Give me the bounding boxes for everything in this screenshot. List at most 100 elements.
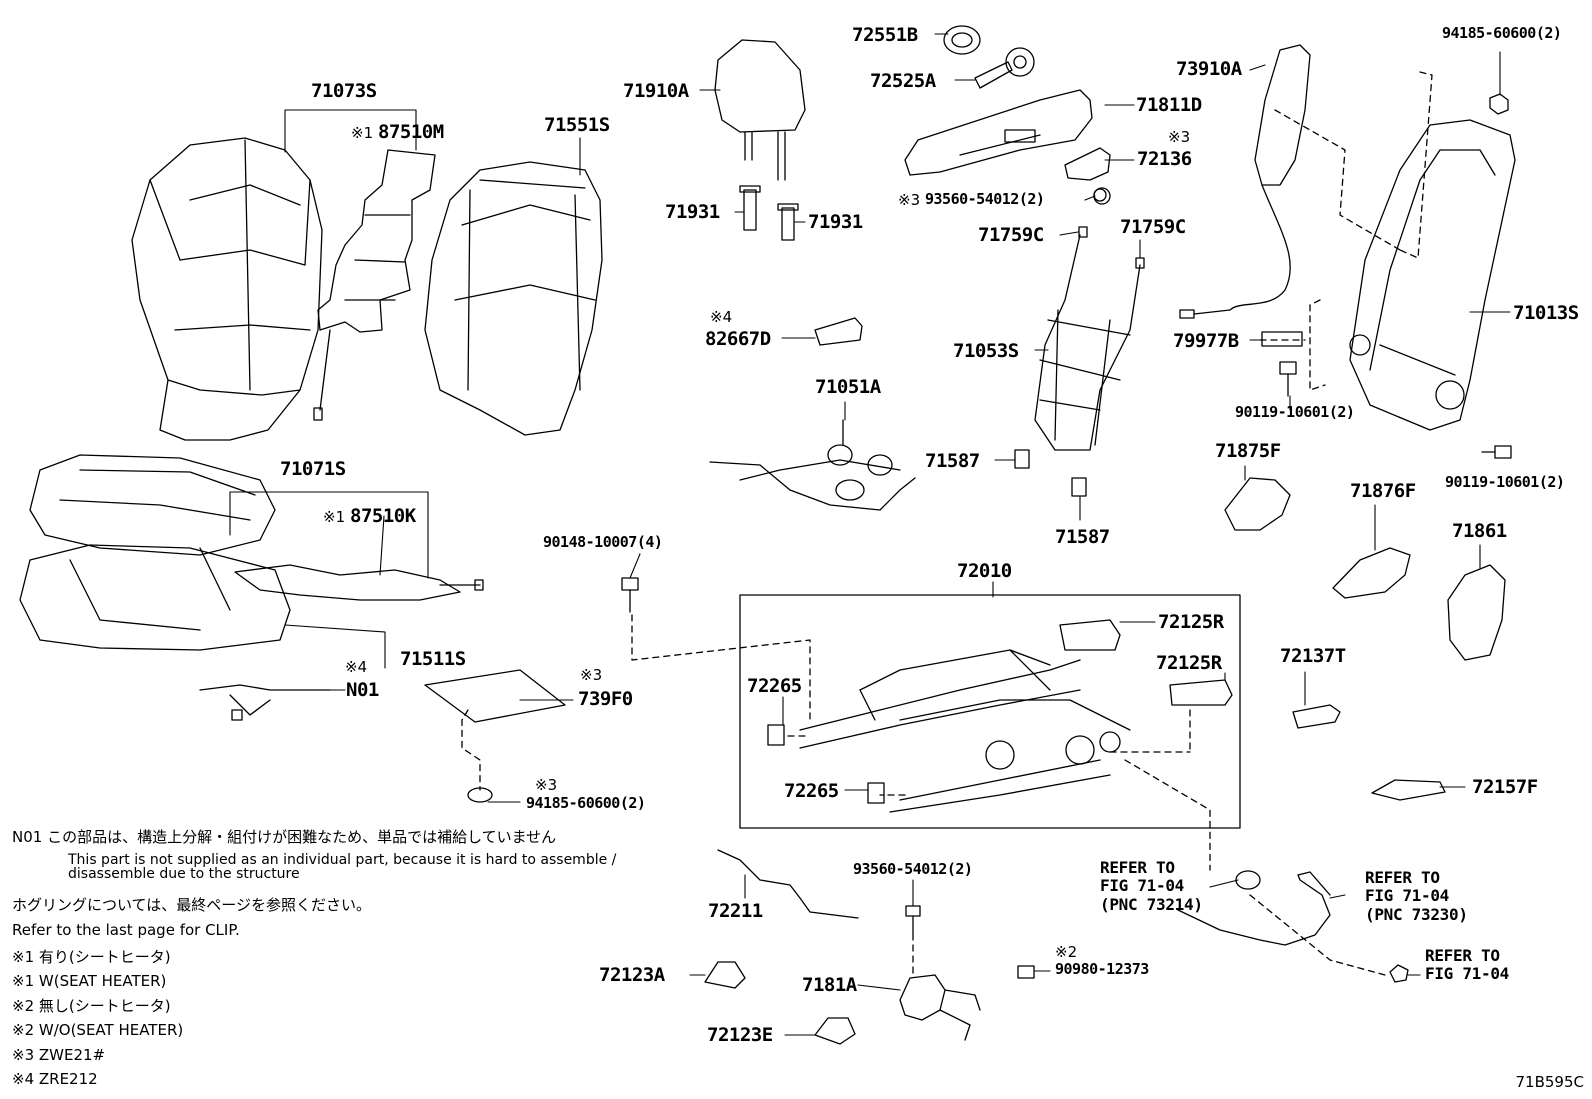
- part-label-94185-bottom: 94185-60600(2): [526, 794, 646, 812]
- n01-note-english-line1: This part is not supplied as an individu…: [68, 852, 617, 868]
- part-label-87510M: 87510M: [378, 121, 444, 143]
- part-label-71861: 71861: [1452, 520, 1507, 542]
- rod-72211-drawing: [717, 849, 859, 919]
- clip-71759c-left-drawing: [1078, 226, 1088, 238]
- harness-n01-drawing: [199, 684, 331, 721]
- headrest-guide-drawing: [739, 185, 799, 241]
- note-mark-82667D: ※4: [710, 308, 733, 326]
- bracket-72136-drawing: [1064, 147, 1111, 202]
- seatback-frame-drawing: [1349, 119, 1516, 431]
- part-label-7181A: 7181A: [802, 974, 857, 996]
- part-label-71551S: 71551S: [544, 114, 610, 136]
- note-mark-90980: ※2: [1055, 943, 1078, 961]
- sheet-dashed-lines: [461, 709, 481, 791]
- legend-2-japanese: ※2 無し(シートヒータ): [12, 997, 171, 1015]
- part-label-90148: 90148-10007(4): [543, 533, 663, 551]
- part-72123e-drawing: [814, 1017, 856, 1045]
- nut-top-drawing: [1489, 93, 1509, 115]
- note-mark-87510K: ※1: [323, 508, 346, 526]
- refer-to-note-73230: REFER TO FIG 71-04 (PNC 73230): [1365, 868, 1468, 924]
- legend-1-english: ※1 W(SEAT HEATER): [12, 972, 167, 990]
- part-label-72125R-a: 72125R: [1158, 611, 1224, 633]
- part-71587-bottom-drawing: [1071, 477, 1087, 497]
- part-label-71759C-right: 71759C: [1120, 216, 1186, 238]
- clip-note-japanese: ホグリングについては、最終ページを参照ください。: [12, 896, 371, 914]
- part-label-71875F: 71875F: [1215, 440, 1281, 462]
- note-mark-N01: ※4: [345, 658, 368, 676]
- part-72157f-drawing: [1371, 779, 1446, 801]
- part-label-72123A: 72123A: [599, 964, 665, 986]
- n01-note-english-line2: disassemble due to the structure: [68, 866, 300, 882]
- seatback-cover-drawing: [131, 137, 323, 441]
- cushion-heater-drawing: [234, 564, 484, 601]
- seat-cushion-cover-drawing: [29, 454, 276, 556]
- screw-bottom-drawing: [905, 905, 921, 941]
- part-label-71931-right: 71931: [808, 211, 863, 233]
- seatback-pad-drawing: [424, 161, 603, 436]
- legend-4: ※4 ZRE212: [12, 1070, 98, 1088]
- refer-to-note-73214: REFER TO FIG 71-04 (PNC 73214): [1100, 858, 1203, 914]
- figure-code: 71B595C: [1515, 1073, 1584, 1091]
- legend-2-english: ※2 W/O(SEAT HEATER): [12, 1021, 184, 1039]
- note-mark-739F0: ※3: [580, 666, 603, 684]
- part-label-71759C-left: 71759C: [978, 224, 1044, 246]
- part-71876f-drawing: [1332, 547, 1411, 599]
- part-label-79977B: 79977B: [1173, 330, 1239, 352]
- side-airbag-drawing: [1179, 44, 1311, 319]
- part-label-72137T: 72137T: [1280, 645, 1346, 667]
- part-label-72265-b: 72265: [784, 780, 839, 802]
- part-label-90980: 90980-12373: [1055, 960, 1149, 978]
- part-label-71811D: 71811D: [1136, 94, 1202, 116]
- part-label-71910A: 71910A: [623, 80, 689, 102]
- leader-lines: [229, 33, 1511, 1036]
- part-label-71071S: 71071S: [280, 458, 346, 480]
- part-label-87510K: 87510K: [350, 505, 416, 527]
- note-mark-72136: ※3: [1168, 128, 1191, 146]
- part-72137t-drawing: [1292, 704, 1341, 729]
- part-label-72136: 72136: [1137, 148, 1192, 170]
- spring-assembly-drawing: [709, 419, 916, 511]
- note-mark-93560-top: ※3: [898, 191, 921, 209]
- connector-90980-drawing: [1017, 965, 1035, 979]
- part-72265-b-drawing: [867, 782, 885, 804]
- part-7181a-drawing: [899, 974, 981, 1041]
- part-label-72010: 72010: [957, 560, 1012, 582]
- bolt-90148-dashed: [631, 614, 811, 721]
- part-label-N01: N01: [346, 679, 379, 701]
- refer-to-note-bottom: REFER TO FIG 71-04: [1425, 946, 1509, 984]
- part-72123a-drawing: [704, 961, 746, 989]
- part-72265-a-drawing: [767, 724, 785, 746]
- nut-bottom-drawing: [467, 787, 493, 803]
- headrest-drawing: [714, 39, 806, 181]
- part-label-71073S: 71073S: [311, 80, 377, 102]
- part-label-93560-top: 93560-54012(2): [925, 190, 1045, 208]
- part-label-94185-top: 94185-60600(2): [1442, 24, 1562, 42]
- part-label-72265-a: 72265: [747, 675, 802, 697]
- part-label-71931-left: 71931: [665, 201, 720, 223]
- part-71875f-drawing: [1224, 477, 1291, 531]
- n01-note-japanese: N01 この部品は、構造上分解・組付けが困難なため、単品では補給していません: [12, 828, 557, 846]
- seat-shield-drawing: [904, 89, 1093, 176]
- part-label-71587-bottom: 71587: [1055, 526, 1110, 548]
- part-label-72157F: 72157F: [1472, 776, 1538, 798]
- part-label-90119-a: 90119-10601(2): [1235, 403, 1355, 421]
- part-label-72123E: 72123E: [707, 1024, 773, 1046]
- part-label-71053S: 71053S: [953, 340, 1019, 362]
- clip-note-english: Refer to the last page for CLIP.: [12, 921, 240, 939]
- part-label-71013S: 71013S: [1513, 302, 1579, 324]
- cover-72125r-drawing: [1059, 619, 1233, 706]
- bolt-90148-drawing: [621, 577, 639, 613]
- part-label-90119-b: 90119-10601(2): [1445, 473, 1565, 491]
- screw-top-drawing: [1093, 187, 1111, 205]
- part-71587-left-drawing: [1014, 449, 1030, 469]
- seat-adjuster-drawing: [799, 649, 1131, 813]
- part-82667d-drawing: [814, 317, 863, 346]
- note-mark-87510M: ※1: [351, 124, 374, 142]
- seat-adjuster-box: [739, 594, 1241, 829]
- label-79977b-drawing: [1261, 331, 1303, 347]
- part-label-72551B: 72551B: [852, 24, 918, 46]
- part-label-71511S: 71511S: [400, 648, 466, 670]
- legend-1-japanese: ※1 有り(シートヒータ): [12, 948, 171, 966]
- part-label-71876F: 71876F: [1350, 480, 1416, 502]
